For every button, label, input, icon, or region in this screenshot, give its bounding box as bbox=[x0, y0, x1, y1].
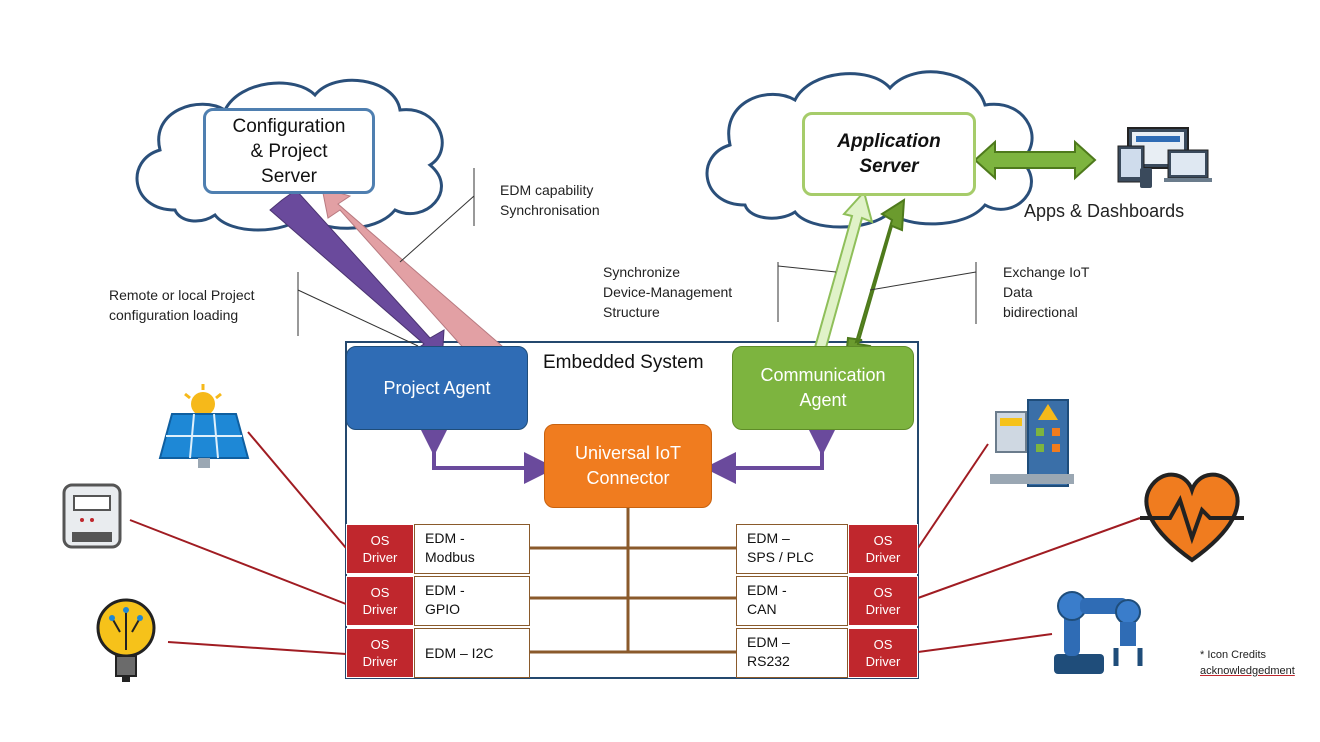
meter-icon bbox=[62, 483, 122, 549]
annotation-leaders bbox=[297, 168, 977, 347]
os-driver-right-3: OS Driver bbox=[848, 628, 918, 678]
robot-arm-icon bbox=[1054, 591, 1143, 674]
device-links bbox=[129, 431, 1141, 655]
icon-credits-ack: acknowledgedment bbox=[1200, 665, 1295, 677]
sync-structure-label: Synchronize Device-Management Structure bbox=[603, 264, 733, 320]
edm-sps-plc: EDM – SPS / PLC bbox=[736, 524, 848, 574]
exchange-iot-label: Exchange IoT Data bidirectional bbox=[1003, 264, 1090, 320]
edm-gpio: EDM - GPIO bbox=[414, 576, 530, 626]
icon-credits-label: * Icon Credits bbox=[1200, 649, 1267, 661]
application-server: Application Server bbox=[802, 112, 976, 196]
edm-capability-label: EDM capability Synchronisation bbox=[500, 182, 600, 218]
project-agent: Project Agent bbox=[346, 346, 528, 430]
os-driver-right-2: OS Driver bbox=[848, 576, 918, 626]
os-driver-left-2: OS Driver bbox=[346, 576, 414, 626]
edm-rs232: EDM – RS232 bbox=[736, 628, 848, 678]
edm-i2c: EDM – I2C bbox=[414, 628, 530, 678]
apps-dashboards-label: Apps & Dashboards bbox=[1024, 201, 1185, 221]
devices-icon bbox=[1117, 127, 1212, 188]
heart-icon bbox=[1140, 472, 1244, 563]
universal-iot-connector: Universal IoT Connector bbox=[544, 424, 712, 508]
edm-can: EDM - CAN bbox=[736, 576, 848, 626]
embedded-system-frame bbox=[345, 341, 919, 679]
config-project-server: Configuration & Project Server bbox=[203, 108, 375, 194]
communication-agent: Communication Agent bbox=[732, 346, 914, 430]
os-driver-left-1: OS Driver bbox=[346, 524, 414, 574]
connector-arrows bbox=[418, 424, 838, 484]
os-driver-right-1: OS Driver bbox=[848, 524, 918, 574]
bus-lines bbox=[530, 508, 736, 654]
apps-arrow bbox=[973, 139, 1097, 181]
control-panel-icon bbox=[990, 399, 1074, 487]
lightbulb-icon bbox=[96, 598, 156, 682]
solar-panel-icon bbox=[158, 384, 250, 468]
edm-modbus: EDM - Modbus bbox=[414, 524, 530, 574]
embedded-system-title: Embedded System bbox=[543, 352, 704, 373]
remote-loading-label: Remote or local Project configuration lo… bbox=[109, 287, 255, 323]
os-driver-left-3: OS Driver bbox=[346, 628, 414, 678]
